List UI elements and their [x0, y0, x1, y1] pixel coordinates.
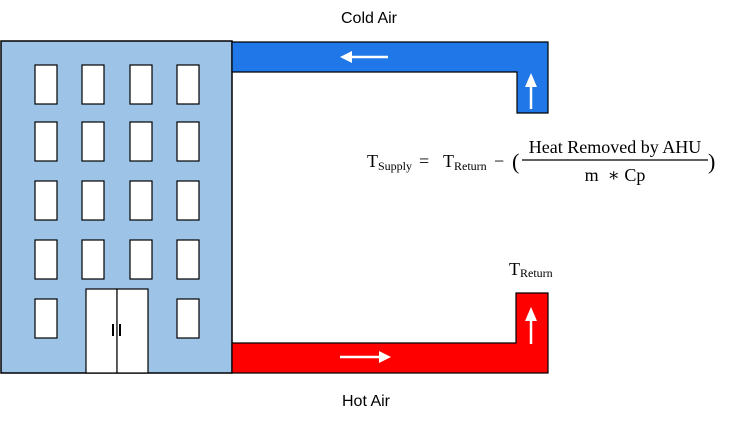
window [34, 121, 58, 162]
return-sub: Return [520, 266, 553, 280]
building-door [85, 288, 149, 374]
window [81, 180, 105, 221]
formula-t-return: T [443, 151, 454, 171]
return-temperature-label: TReturn [509, 259, 553, 280]
formula-numerator: Heat Removed by AHU [529, 137, 701, 157]
formula-t-supply: T [367, 151, 378, 171]
window [176, 64, 200, 105]
arrow-icon [525, 73, 537, 109]
window [176, 180, 200, 221]
formula-lhs: TSupply [367, 151, 412, 173]
window [34, 180, 58, 221]
formula-supply-sub: Supply [378, 159, 412, 173]
window [129, 121, 153, 162]
arrow-icon [525, 307, 537, 344]
supply-temperature-formula: TSupply = TReturn − ( Heat Removed by AH… [367, 137, 715, 185]
formula-return-sub: Return [454, 159, 487, 173]
formula-close-paren: ) [708, 149, 715, 174]
formula-return-term: TReturn [443, 151, 487, 173]
building-windows [34, 64, 200, 339]
window [34, 64, 58, 105]
window [81, 64, 105, 105]
hot-air-duct [231, 292, 549, 374]
formula-open-paren: ( [512, 149, 519, 174]
arrow-icon [340, 51, 388, 63]
cold-air-label: Cold Air [341, 10, 398, 27]
window [176, 121, 200, 162]
formula-equals: = [419, 151, 429, 171]
return-t: T [509, 259, 520, 279]
window [129, 239, 153, 280]
window [176, 239, 200, 280]
window [81, 239, 105, 280]
cold-air-duct [231, 41, 549, 114]
window [129, 64, 153, 105]
arrow-icon [340, 351, 391, 363]
formula-minus: − [494, 151, 504, 171]
window [176, 298, 200, 339]
window [81, 121, 105, 162]
window [34, 239, 58, 280]
window [129, 180, 153, 221]
hot-air-label: Hot Air [342, 393, 391, 410]
window [34, 298, 58, 339]
formula-denominator: m ∗ Cp [585, 165, 646, 185]
